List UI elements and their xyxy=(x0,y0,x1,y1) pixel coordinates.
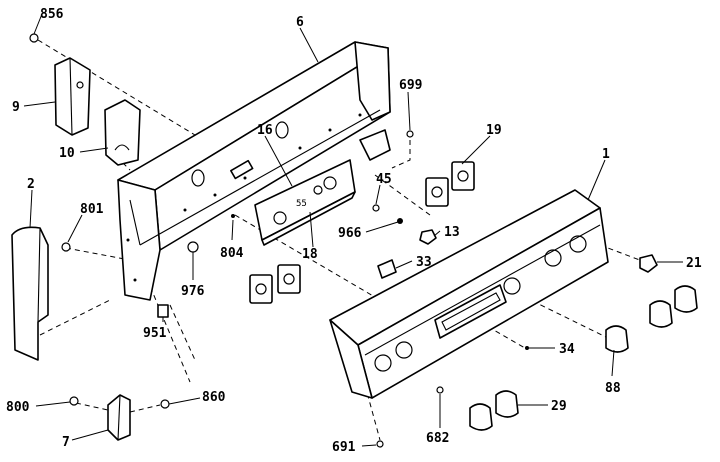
callout-951: 951 xyxy=(143,326,167,341)
callout-9: 9 xyxy=(12,100,20,115)
callout-6: 6 xyxy=(296,15,304,30)
callout-966: 966 xyxy=(338,226,362,241)
callout-88: 88 xyxy=(605,381,621,396)
callout-45: 45 xyxy=(376,172,392,187)
infinite-switches-19 xyxy=(425,161,475,207)
leader-lines xyxy=(23,13,683,447)
callout-7: 7 xyxy=(62,435,70,450)
bracket-part-10 xyxy=(104,99,141,166)
callout-976: 976 xyxy=(181,284,205,299)
small-hardware xyxy=(29,33,658,448)
callout-682: 682 xyxy=(426,431,449,446)
callout-13: 13 xyxy=(444,225,460,240)
callout-691: 691 xyxy=(332,440,356,455)
callout-856: 856 xyxy=(40,7,64,22)
infinite-switches-lower xyxy=(249,264,301,304)
control-board: 55 xyxy=(254,159,356,246)
callout-34: 34 xyxy=(559,342,575,357)
callout-699: 699 xyxy=(399,78,422,93)
callouts: 856 6 699 9 10 16 19 1 2 801 45 966 13 1… xyxy=(6,7,702,455)
callout-2: 2 xyxy=(27,177,35,192)
callout-860: 860 xyxy=(202,390,226,405)
bracket-part-9 xyxy=(54,57,91,136)
bracket-part-7 xyxy=(107,394,131,441)
callout-16: 16 xyxy=(257,123,273,138)
callout-1: 1 xyxy=(602,147,610,162)
knobs-29 xyxy=(469,390,519,431)
callout-18: 18 xyxy=(302,247,318,262)
backguard-panel xyxy=(117,41,391,301)
callout-10: 10 xyxy=(59,146,75,161)
callout-801: 801 xyxy=(80,202,104,217)
callout-19: 19 xyxy=(486,123,502,138)
knobs-88 xyxy=(605,285,698,353)
callout-800: 800 xyxy=(6,400,30,415)
callout-804: 804 xyxy=(220,246,244,261)
callout-21: 21 xyxy=(686,256,702,271)
control-panel-part-1 xyxy=(329,189,609,399)
callout-29: 29 xyxy=(551,399,567,414)
side-trim-part-2 xyxy=(11,226,49,361)
callout-33: 33 xyxy=(416,255,432,270)
svg-text:55: 55 xyxy=(296,199,307,209)
